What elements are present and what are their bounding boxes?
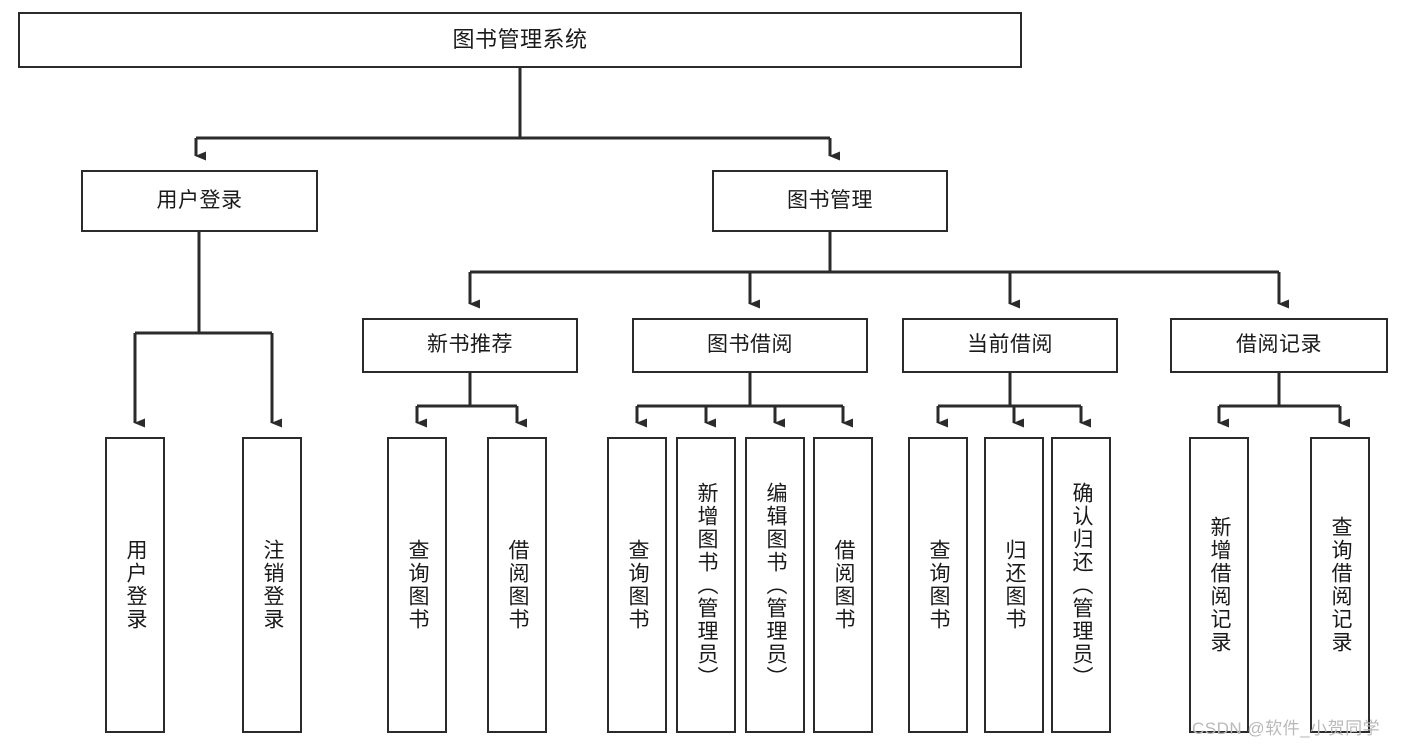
node-book-manage[interactable]: 图书管理 bbox=[712, 170, 948, 232]
node-leaf-logout[interactable]: 注销登录 bbox=[242, 437, 302, 733]
edge-group-user-login bbox=[133, 232, 282, 428]
node-leaf-edit-book-label: 编辑图书（管理员） bbox=[764, 481, 788, 689]
node-leaf-edit-book[interactable]: 编辑图书（管理员） bbox=[745, 437, 805, 733]
node-leaf-query-book-2[interactable]: 查询图书 bbox=[607, 437, 667, 733]
node-leaf-query-record[interactable]: 查询借阅记录 bbox=[1310, 437, 1370, 733]
node-book-manage-label: 图书管理 bbox=[787, 188, 873, 212]
edge-group-root bbox=[194, 68, 840, 161]
node-leaf-user-login-label: 用户登录 bbox=[124, 539, 148, 631]
node-leaf-query-book-3-label: 查询图书 bbox=[927, 539, 951, 631]
edge-group-book-manage bbox=[468, 232, 1289, 309]
node-leaf-query-book-1[interactable]: 查询图书 bbox=[387, 437, 447, 733]
watermark-text: CSDN @软件_小贺同学 bbox=[1192, 719, 1381, 738]
node-leaf-query-book-3[interactable]: 查询图书 bbox=[908, 437, 968, 733]
edge-group-book-borrow bbox=[635, 373, 853, 428]
edge-group-borrow-record bbox=[1217, 373, 1350, 428]
node-book-borrow-label: 图书借阅 bbox=[707, 333, 793, 357]
node-leaf-add-book-label: 新增图书（管理员） bbox=[695, 481, 719, 689]
node-leaf-add-record[interactable]: 新增借阅记录 bbox=[1189, 437, 1249, 733]
node-root-label: 图书管理系统 bbox=[452, 27, 588, 53]
node-leaf-confirm-return-label: 确认归还（管理员） bbox=[1070, 481, 1094, 689]
node-leaf-add-record-label: 新增借阅记录 bbox=[1208, 516, 1232, 654]
node-new-book-recommend-label: 新书推荐 bbox=[427, 333, 513, 357]
node-leaf-query-record-label: 查询借阅记录 bbox=[1329, 516, 1353, 654]
node-borrow-record-label: 借阅记录 bbox=[1236, 333, 1322, 357]
edge-group-new-book-recommend bbox=[415, 373, 527, 428]
node-leaf-borrow-book-1-label: 借阅图书 bbox=[506, 539, 530, 631]
node-leaf-return-book[interactable]: 归还图书 bbox=[984, 437, 1044, 733]
node-current-borrow-label: 当前借阅 bbox=[967, 333, 1053, 357]
node-root[interactable]: 图书管理系统 bbox=[18, 12, 1022, 68]
node-user-login-label: 用户登录 bbox=[156, 188, 243, 212]
node-leaf-confirm-return[interactable]: 确认归还（管理员） bbox=[1051, 437, 1111, 733]
node-leaf-query-book-1-label: 查询图书 bbox=[406, 539, 430, 631]
node-leaf-return-book-label: 归还图书 bbox=[1003, 539, 1027, 631]
node-borrow-record[interactable]: 借阅记录 bbox=[1170, 318, 1388, 373]
edge-group-current-borrow bbox=[936, 373, 1091, 428]
node-book-borrow[interactable]: 图书借阅 bbox=[632, 318, 868, 373]
node-leaf-logout-label: 注销登录 bbox=[261, 539, 285, 631]
node-leaf-query-book-2-label: 查询图书 bbox=[626, 539, 650, 631]
node-leaf-borrow-book-2[interactable]: 借阅图书 bbox=[813, 437, 873, 733]
node-leaf-borrow-book-2-label: 借阅图书 bbox=[832, 539, 856, 631]
node-leaf-borrow-book-1[interactable]: 借阅图书 bbox=[487, 437, 547, 733]
node-leaf-user-login[interactable]: 用户登录 bbox=[105, 437, 165, 733]
node-leaf-add-book[interactable]: 新增图书（管理员） bbox=[676, 437, 736, 733]
node-user-login[interactable]: 用户登录 bbox=[81, 170, 318, 232]
node-current-borrow[interactable]: 当前借阅 bbox=[902, 318, 1118, 373]
node-new-book-recommend[interactable]: 新书推荐 bbox=[362, 318, 578, 373]
